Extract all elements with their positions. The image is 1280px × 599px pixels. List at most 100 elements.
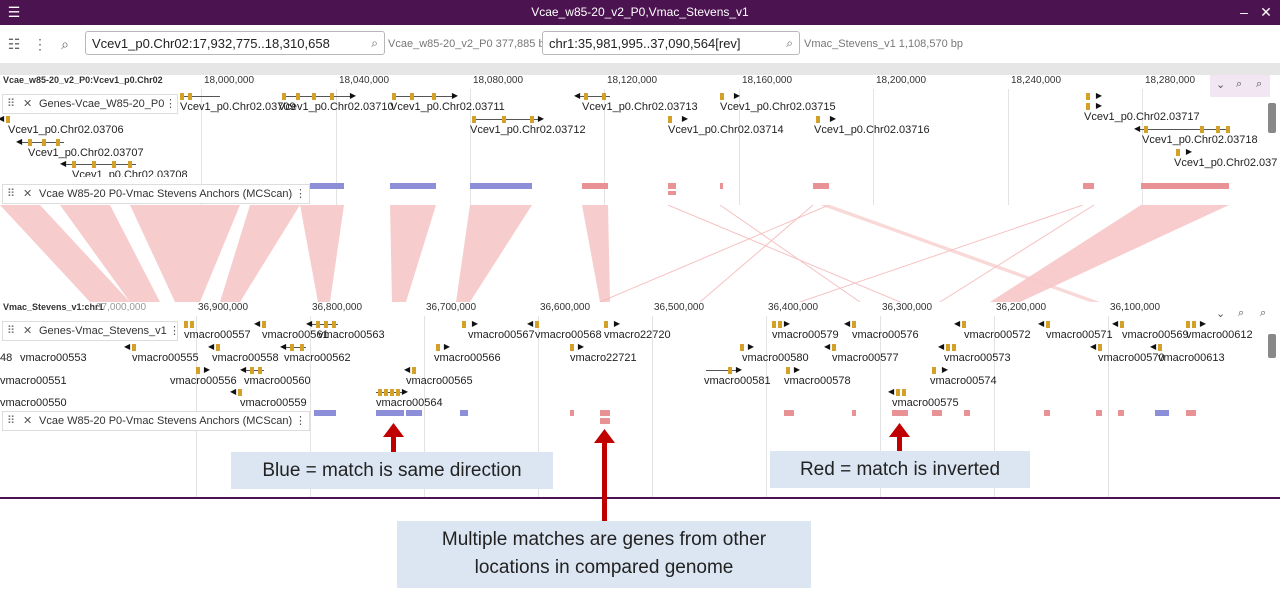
- match-block[interactable]: [852, 410, 856, 416]
- gene-feature[interactable]: ◀: [888, 387, 908, 396]
- gene-feature[interactable]: ◀: [954, 319, 970, 328]
- scrollbar[interactable]: [1268, 103, 1276, 133]
- gene-feature[interactable]: ◀: [124, 342, 140, 351]
- gene-feature[interactable]: ◀: [208, 342, 224, 351]
- gene-feature[interactable]: ◀: [240, 365, 264, 374]
- match-block[interactable]: [600, 418, 610, 424]
- gene-feature[interactable]: ◀: [16, 137, 64, 146]
- close-icon[interactable]: ✕: [1260, 4, 1272, 20]
- gene-feature[interactable]: ◀: [824, 342, 838, 351]
- match-block[interactable]: [1186, 410, 1196, 416]
- track-menu-icon[interactable]: ⋮: [295, 415, 306, 427]
- match-block[interactable]: [460, 410, 468, 416]
- gene-feature[interactable]: ◀: [844, 319, 858, 328]
- track-menu-icon[interactable]: ⋮: [165, 98, 176, 110]
- gene-feature[interactable]: ◀: [404, 365, 420, 374]
- chevron-down-icon[interactable]: ⌄: [1216, 79, 1226, 91]
- gene-feature[interactable]: ◀: [1150, 342, 1166, 351]
- match-block[interactable]: [1096, 410, 1102, 416]
- match-block[interactable]: [964, 410, 970, 416]
- search-icon[interactable]: ⌕: [371, 36, 378, 50]
- match-block[interactable]: [1155, 410, 1169, 416]
- match-block[interactable]: [582, 183, 608, 189]
- match-block[interactable]: [376, 410, 404, 416]
- match-block[interactable]: [600, 410, 610, 416]
- gene-feature[interactable]: ◀: [1112, 319, 1126, 328]
- gene-feature[interactable]: ▶: [706, 365, 742, 374]
- match-block[interactable]: [1044, 410, 1050, 416]
- gene-feature[interactable]: ▶: [376, 387, 408, 396]
- gene-feature[interactable]: ▶: [282, 91, 356, 100]
- zoom-out-icon[interactable]: ⌕: [1238, 307, 1245, 319]
- track-label-genes[interactable]: ⠿ ✕ Genes-Vmac_Stevens_v1 ⋮: [2, 321, 180, 341]
- gene-feature[interactable]: ▶: [720, 91, 740, 100]
- gene-feature[interactable]: ▶: [462, 319, 478, 328]
- gene-feature[interactable]: ▶: [436, 342, 450, 351]
- gene-feature[interactable]: ▶: [1176, 147, 1192, 156]
- zoom-in-icon[interactable]: ⌕: [1256, 78, 1263, 90]
- top-ruler[interactable]: Vcae_w85-20_v2_P0:Vcev1_p0.Chr02 18,000,…: [0, 75, 1280, 89]
- match-block[interactable]: [470, 183, 532, 189]
- gene-feature[interactable]: ◀: [280, 342, 306, 351]
- gene-feature[interactable]: ▶: [740, 342, 754, 351]
- gene-feature[interactable]: ◀: [230, 387, 244, 396]
- gene-feature[interactable]: ▶: [570, 342, 584, 351]
- match-block[interactable]: [406, 410, 422, 416]
- drag-handle-icon[interactable]: ⠿: [7, 325, 16, 337]
- match-block[interactable]: [813, 183, 829, 189]
- search-icon[interactable]: ⌕: [786, 36, 793, 50]
- gene-feature[interactable]: ▶: [392, 91, 458, 100]
- gene-feature[interactable]: ◀: [938, 342, 956, 351]
- view-menu-icon[interactable]: ⋮: [33, 36, 47, 52]
- gene-feature[interactable]: ◀: [527, 319, 543, 328]
- bottom-ruler[interactable]: Vmac_Stevens_v1:chr1 37,000,000 36,900,0…: [0, 302, 1280, 316]
- match-block[interactable]: [668, 183, 676, 189]
- match-block[interactable]: [668, 191, 676, 195]
- gene-feature[interactable]: ◀: [1134, 124, 1230, 133]
- match-block[interactable]: [390, 183, 436, 189]
- close-icon[interactable]: ✕: [23, 325, 33, 337]
- zoom-in-icon[interactable]: ⌕: [1260, 307, 1267, 319]
- match-block[interactable]: [1118, 410, 1124, 416]
- gene-feature[interactable]: ▶: [472, 114, 544, 123]
- gene-feature[interactable]: ▶: [932, 365, 948, 374]
- gene-feature[interactable]: ▶: [604, 319, 620, 328]
- gene-feature[interactable]: ▶: [196, 365, 210, 374]
- track-menu-icon[interactable]: ⋮: [169, 325, 180, 337]
- zoom-out-icon[interactable]: ⌕: [1236, 78, 1243, 90]
- gene-feature[interactable]: ◀: [0, 114, 14, 123]
- gene-feature[interactable]: ◀: [1090, 342, 1106, 351]
- chevron-down-icon[interactable]: ⌄: [1216, 308, 1226, 320]
- drag-handle-icon[interactable]: ⠿: [7, 415, 16, 427]
- location-input-2[interactable]: chr1:35,981,995..37,090,564[rev] ⌕: [542, 31, 800, 55]
- gene-feature[interactable]: ◀: [60, 159, 136, 168]
- match-block[interactable]: [932, 410, 942, 416]
- gene-feature[interactable]: ◀: [574, 91, 610, 100]
- track-label-anchors[interactable]: ⠿ ✕ Vcae W85-20 P0-Vmac Stevens Anchors …: [2, 184, 310, 204]
- location-input-1[interactable]: Vcev1_p0.Chr02:17,932,775..18,310,658 ⌕: [85, 31, 385, 55]
- search-icon[interactable]: ⌕: [61, 36, 69, 52]
- gene-feature[interactable]: ▶: [1186, 319, 1206, 328]
- drag-handle-icon[interactable]: ⠿: [7, 98, 16, 110]
- gene-feature[interactable]: ▶: [668, 114, 688, 123]
- gene-feature[interactable]: ▶: [786, 365, 800, 374]
- menu-icon[interactable]: ☰: [7, 4, 21, 20]
- gene-feature[interactable]: ◀: [306, 319, 338, 328]
- gene-feature[interactable]: ▶: [1086, 91, 1102, 100]
- track-label-anchors[interactable]: ⠿ ✕ Vcae W85-20 P0-Vmac Stevens Anchors …: [2, 411, 310, 431]
- match-block[interactable]: [1083, 183, 1094, 189]
- track-selector-icon[interactable]: ☷: [7, 36, 21, 52]
- gene-feature[interactable]: ▶: [1086, 101, 1102, 110]
- match-block[interactable]: [1141, 183, 1229, 189]
- close-icon[interactable]: ✕: [23, 415, 33, 427]
- gene-feature[interactable]: ◀: [254, 319, 270, 328]
- gene-feature[interactable]: [180, 93, 220, 100]
- match-block[interactable]: [310, 183, 344, 189]
- track-label-genes[interactable]: ⠿ ✕ Genes-Vcae_W85-20_P0: [2, 94, 178, 114]
- close-icon[interactable]: ✕: [23, 98, 33, 110]
- match-block[interactable]: [314, 410, 336, 416]
- match-block[interactable]: [720, 183, 723, 189]
- close-icon[interactable]: ✕: [23, 188, 33, 200]
- track-menu-icon[interactable]: ⋮: [295, 188, 306, 200]
- drag-handle-icon[interactable]: ⠿: [7, 188, 16, 200]
